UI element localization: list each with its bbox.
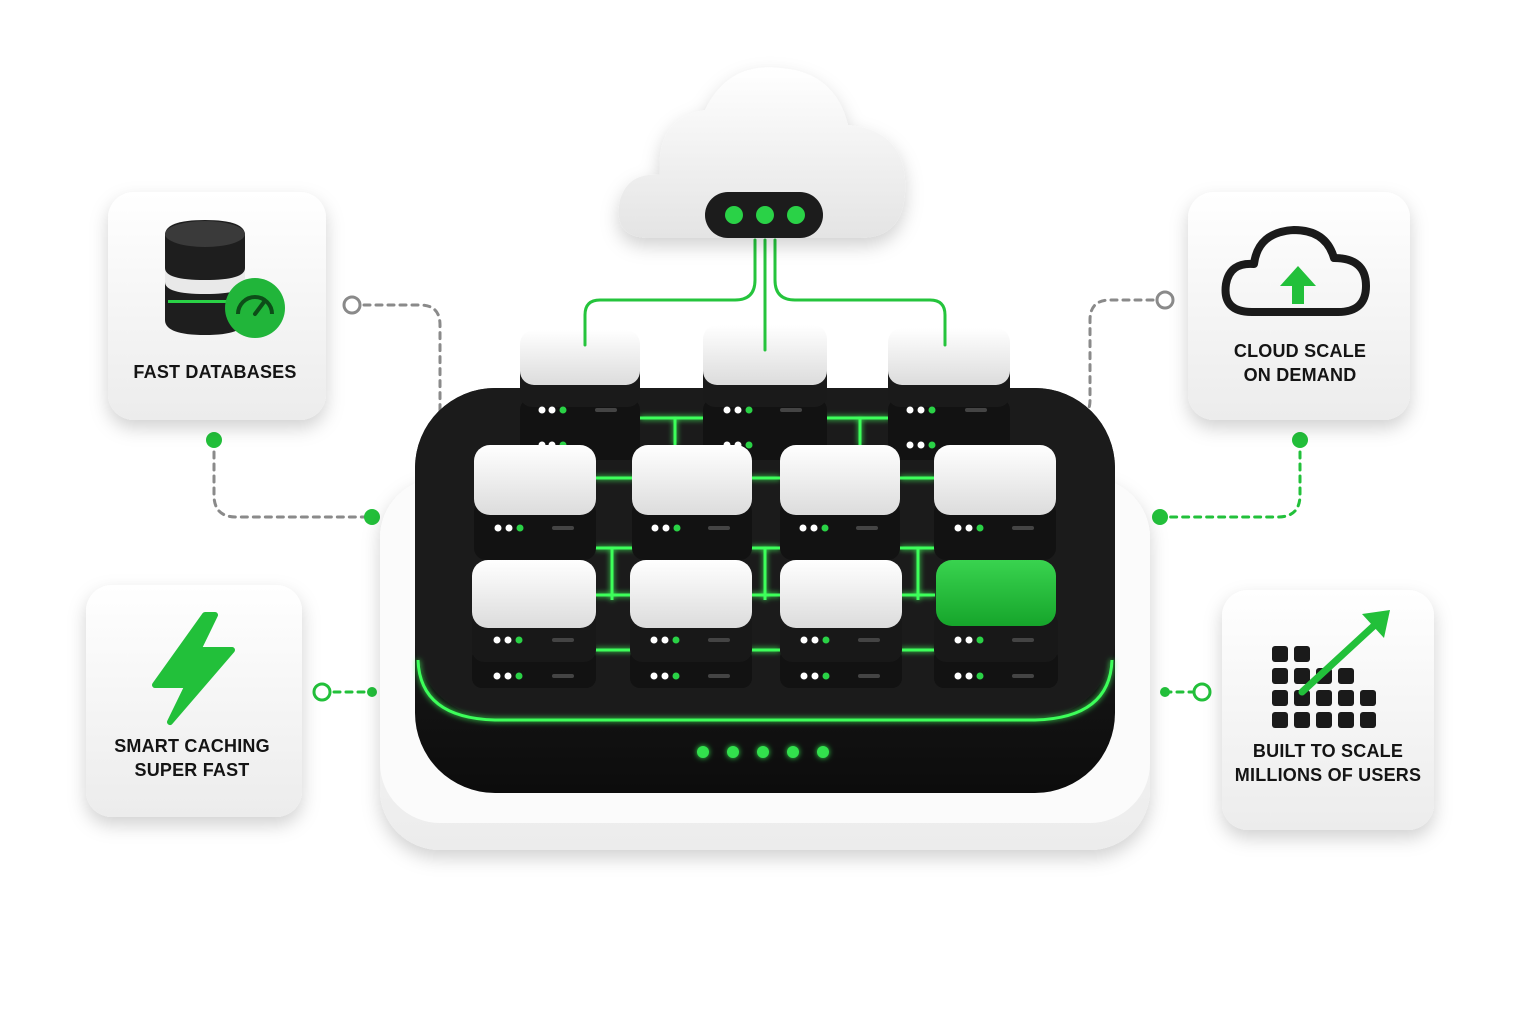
platform-glow-line (416, 659, 1114, 722)
connector-dot (312, 682, 332, 702)
server-cluster-icon (380, 325, 1150, 850)
connector-dot (206, 432, 222, 448)
connector-dot (1152, 509, 1168, 525)
card-built-to-scale-line2: MILLIONS OF USERS (1235, 765, 1421, 785)
card-smart-caching-line2: SUPER FAST (134, 760, 249, 780)
platform-indicator-dots (697, 746, 829, 758)
card-fast-databases: FAST DATABASES (108, 192, 326, 420)
connector-dot (367, 687, 377, 697)
connector-dots (206, 290, 1308, 702)
cloud-icon (618, 67, 906, 238)
server-unit (520, 330, 640, 460)
grid-glow-lines (595, 416, 935, 652)
card-cloud-scale-line1: CLOUD SCALE (1234, 341, 1366, 361)
cloud-cables (583, 238, 947, 352)
connector-dot (1192, 682, 1212, 702)
server-unit (472, 560, 596, 688)
lightning-icon (152, 612, 235, 725)
server-unit (703, 325, 827, 460)
card-fast-databases-label: FAST DATABASES (133, 362, 296, 382)
card-built-to-scale-line1: BUILT TO SCALE (1253, 741, 1403, 761)
server-unit (780, 445, 900, 560)
connector-dot (364, 509, 380, 525)
connector-dot (342, 295, 362, 315)
server-unit (888, 328, 1010, 460)
server-unit-highlighted (934, 560, 1058, 688)
connector-dot (1160, 687, 1170, 697)
server-unit (632, 445, 752, 560)
growth-chart-icon (1272, 610, 1390, 728)
connector-cloud-scale-top (1068, 298, 1167, 422)
database-speed-icon (165, 220, 285, 338)
connector-dot (1292, 432, 1308, 448)
card-built-to-scale: BUILT TO SCALE MILLIONS OF USERS (1222, 590, 1434, 830)
card-cloud-scale-line2: ON DEMAND (1244, 365, 1357, 385)
card-smart-caching: SMART CACHING SUPER FAST (86, 585, 302, 817)
connector-cloud-scale-bottom (1158, 438, 1302, 519)
cloud-upload-icon (1221, 226, 1370, 316)
server-unit (780, 560, 902, 688)
server-unit (474, 445, 596, 560)
connector-db-bottom (212, 438, 372, 519)
server-unit (630, 560, 752, 688)
card-cloud-scale: CLOUD SCALE ON DEMAND (1188, 192, 1410, 420)
card-smart-caching-line1: SMART CACHING (114, 736, 270, 756)
server-unit (934, 445, 1056, 560)
connector-dot (1155, 290, 1175, 310)
